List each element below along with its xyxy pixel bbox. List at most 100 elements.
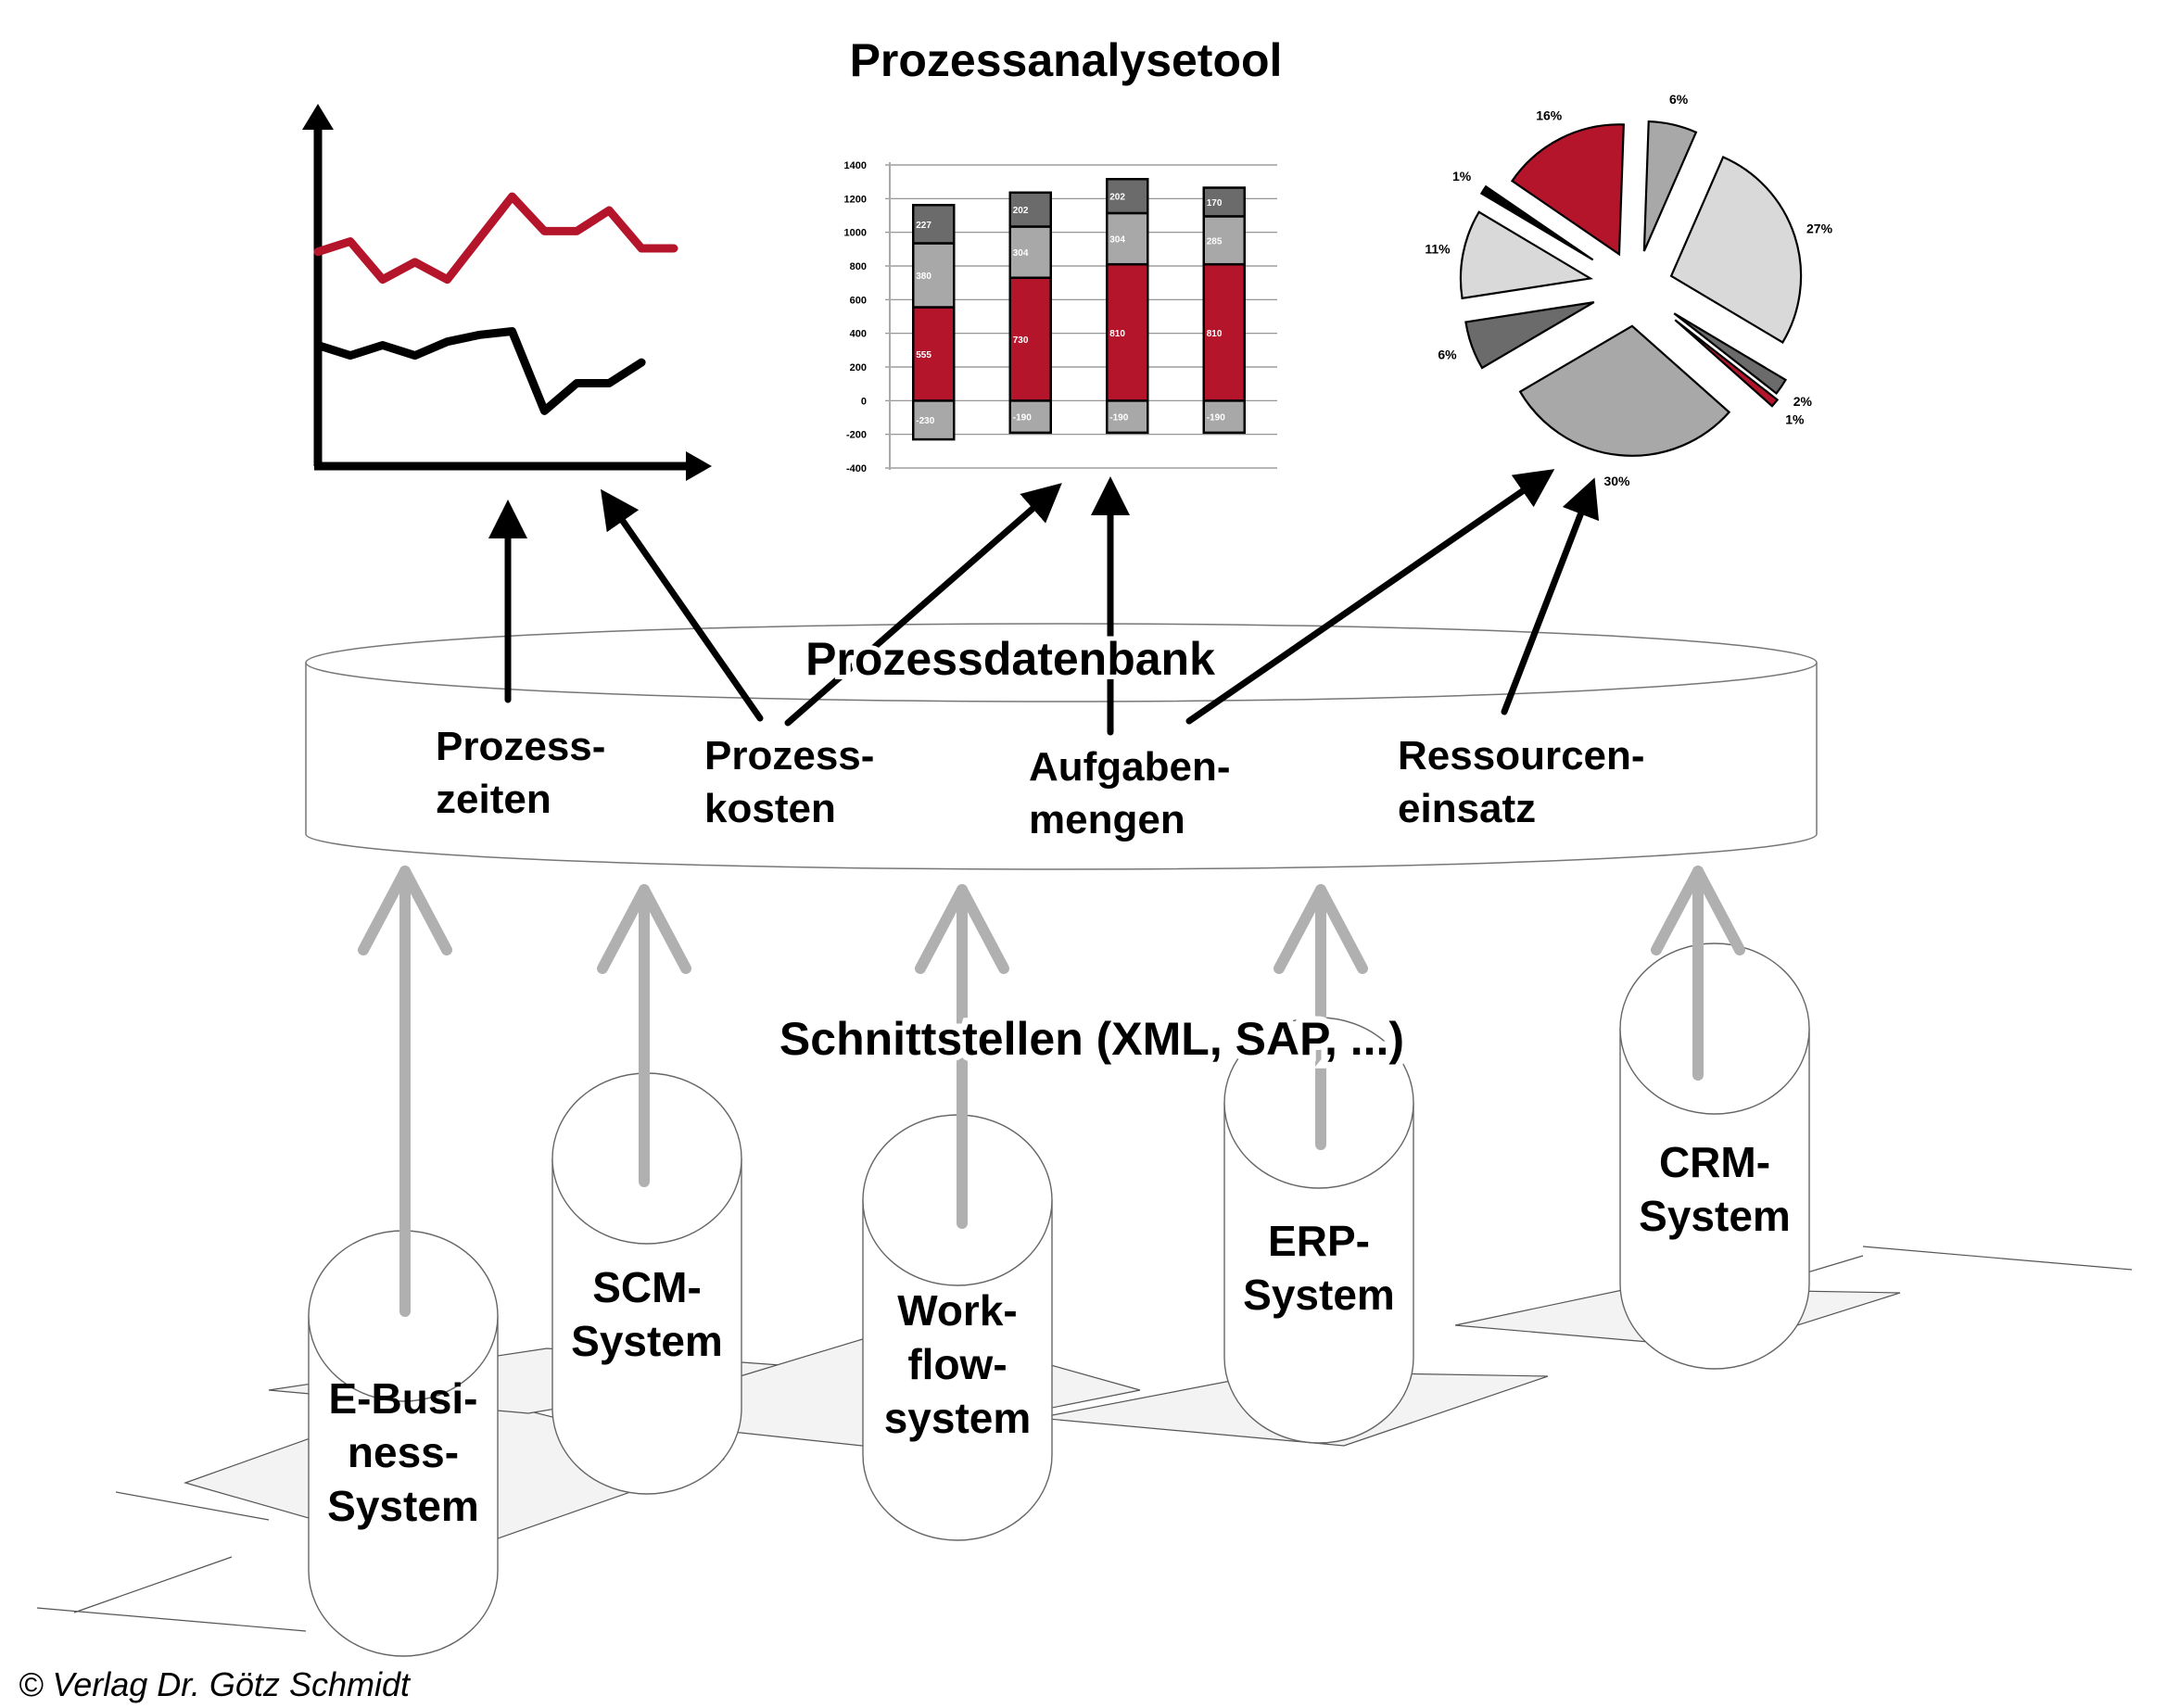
- line-series: [313, 192, 678, 415]
- pie-slice: [1669, 156, 1803, 344]
- pie-slice-label: 11%: [1425, 241, 1451, 256]
- field-line2: mengen: [1029, 797, 1185, 842]
- bar-segment-light: [912, 242, 956, 309]
- bar-value-label: -230: [916, 416, 934, 426]
- cylinder-top: [1619, 943, 1810, 1115]
- db-field-aufgabenmengen: Aufgaben- mengen: [1029, 744, 1231, 842]
- bar-segment-negative: [1202, 399, 1246, 435]
- field-line1: Prozess-: [704, 733, 874, 778]
- floor-line: [73, 1556, 233, 1613]
- interface-arrow: [358, 866, 452, 1317]
- y-tick-label: -200: [846, 430, 867, 441]
- arrow-head: [915, 884, 1009, 974]
- bar-value-label: 810: [1207, 329, 1223, 339]
- bar-value-label: 285: [1207, 236, 1223, 247]
- db-field-prozesszeiten: Prozess- zeiten: [436, 724, 605, 822]
- field-line1: Ressourcen-: [1398, 733, 1645, 778]
- system-label-line: ness-: [348, 1428, 459, 1476]
- field-line1: Prozess-: [436, 724, 605, 769]
- database-fields: Prozess- zeiten Prozess- kosten Aufgaben…: [436, 724, 1645, 842]
- system-cylinder: Work-flow-system: [862, 1114, 1053, 1541]
- interface-arrow: [915, 884, 1009, 1229]
- system-label-line: Work-: [897, 1286, 1018, 1335]
- system-cylinder: CRM- System: [1619, 943, 1810, 1370]
- system-label-line: system: [884, 1394, 1032, 1442]
- bar-value-label: 810: [1109, 329, 1125, 339]
- system-label-line: System: [327, 1482, 479, 1530]
- pie-slice: [1479, 184, 1594, 261]
- pie-slice-label: 30%: [1603, 474, 1630, 488]
- bar-value-label: 202: [1109, 193, 1125, 203]
- arrow-einsatz-to-piechart: [1501, 477, 1600, 715]
- bar-segment-light: [1202, 215, 1246, 266]
- system-label-line: System: [1243, 1271, 1395, 1319]
- pie-slice: [1518, 324, 1731, 457]
- process-database: [305, 623, 1818, 870]
- pie-slice-label: 1%: [1452, 169, 1472, 183]
- diagram-title: Prozessanalysetool: [850, 34, 1283, 86]
- bar-value-label: 170: [1207, 198, 1223, 209]
- pie-slice-label: 1%: [1785, 412, 1805, 427]
- interface-arrows: [358, 866, 1745, 1317]
- pie-slice: [1459, 210, 1594, 300]
- copyright-notice: © Verlag Dr. Götz Schmidt: [19, 1665, 412, 1703]
- field-line2: kosten: [704, 786, 836, 831]
- system-label-line: flow-: [907, 1340, 1007, 1388]
- database-top: [305, 623, 1818, 702]
- interfaces-label: Schnittstellen (XML, SAP, ...): [779, 1013, 1404, 1065]
- pie-slice: [1642, 120, 1698, 252]
- arrow-head: [597, 884, 691, 974]
- pie-slice: [1464, 301, 1595, 370]
- bar-value-label: -190: [1207, 413, 1225, 424]
- pie-slice-label: 27%: [1806, 221, 1833, 235]
- cylinder-body: [1619, 1029, 1810, 1370]
- bar-segment-dark: [1202, 186, 1246, 218]
- bar-value-label: 202: [1013, 206, 1029, 216]
- bar-value-label: -190: [1013, 413, 1032, 424]
- pie-slice-label: 6%: [1438, 347, 1457, 361]
- x-axis-arrowhead: [686, 451, 712, 481]
- line-chart: [302, 104, 712, 481]
- pie-slice-label: 16%: [1536, 108, 1563, 122]
- pie-slice: [1673, 312, 1788, 395]
- stacked-bar-chart: 1400120010008006004002000-200-400-230555…: [844, 160, 1277, 474]
- bar-segment-dark: [912, 203, 956, 245]
- system-label-line: SCM-: [592, 1263, 702, 1311]
- y-tick-label: -400: [846, 463, 867, 474]
- system-label-line: E-Busi-: [329, 1374, 478, 1423]
- y-tick-label: 200: [850, 362, 867, 373]
- cylinder-body: [1223, 1103, 1414, 1444]
- interface-arrow: [597, 884, 691, 1187]
- arrow-kosten-to-barchart: [784, 483, 1062, 727]
- bar-value-label: 304: [1109, 235, 1125, 246]
- floor-line: [115, 1491, 270, 1521]
- pie-slice: [1674, 319, 1780, 408]
- pie-slice-label: 6%: [1669, 92, 1689, 107]
- line-black-series: [313, 327, 646, 415]
- arrow-head: [358, 866, 452, 955]
- arrow-head: [1651, 866, 1745, 955]
- bar-value-label: 304: [1013, 248, 1029, 259]
- y-tick-label: 1000: [844, 228, 867, 239]
- database-body: [305, 663, 1818, 870]
- system-label-line: System: [1639, 1192, 1791, 1240]
- y-tick-label: 400: [850, 329, 867, 340]
- y-axis-arrowhead: [302, 104, 334, 130]
- pie-slice: [1510, 123, 1625, 257]
- line-red-series: [313, 192, 678, 285]
- db-to-chart-arrows: [488, 469, 1600, 736]
- interface-arrow: [1651, 866, 1745, 1081]
- arrow-head: [1274, 884, 1368, 974]
- pie-chart: 6%27%2%1%30%6%11%1%16%: [1425, 92, 1832, 488]
- arrow-kosten-to-linechart: [601, 488, 764, 722]
- field-line2: einsatz: [1398, 786, 1536, 831]
- bar-segment-dark: [1106, 178, 1149, 215]
- system-label-line: CRM-: [1659, 1138, 1770, 1186]
- bar-value-label: 555: [916, 350, 931, 361]
- db-field-prozesskosten: Prozess- kosten: [704, 733, 874, 831]
- bar-segment-negative: [1106, 399, 1149, 435]
- source-systems: E-Busi-ness-SystemSCM-SystemWork-flow-sy…: [308, 943, 1810, 1657]
- cylinder-body: [308, 1316, 499, 1657]
- bar-segment-dark: [1008, 191, 1052, 228]
